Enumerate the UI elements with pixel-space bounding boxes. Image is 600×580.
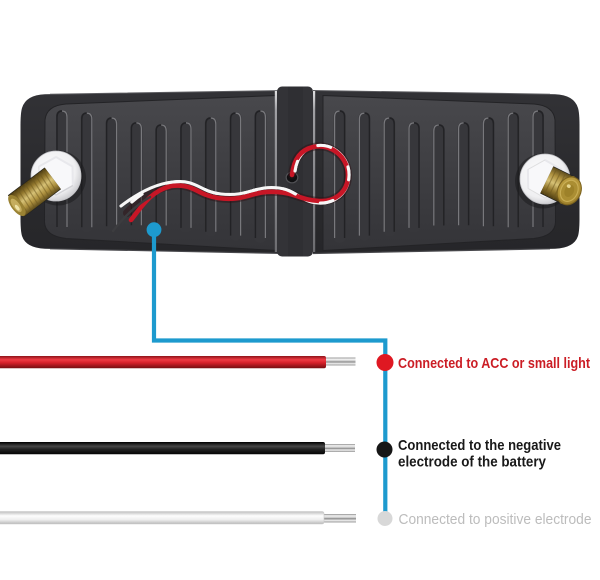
svg-text:Connected to the negative: Connected to the negative bbox=[398, 437, 561, 454]
svg-text:Connected to positive electrod: Connected to positive electrode bbox=[399, 511, 592, 528]
svg-text:Connected to ACC or small ligh: Connected to ACC or small light bbox=[398, 355, 590, 372]
svg-text:electrode of the battery: electrode of the battery bbox=[398, 454, 547, 471]
